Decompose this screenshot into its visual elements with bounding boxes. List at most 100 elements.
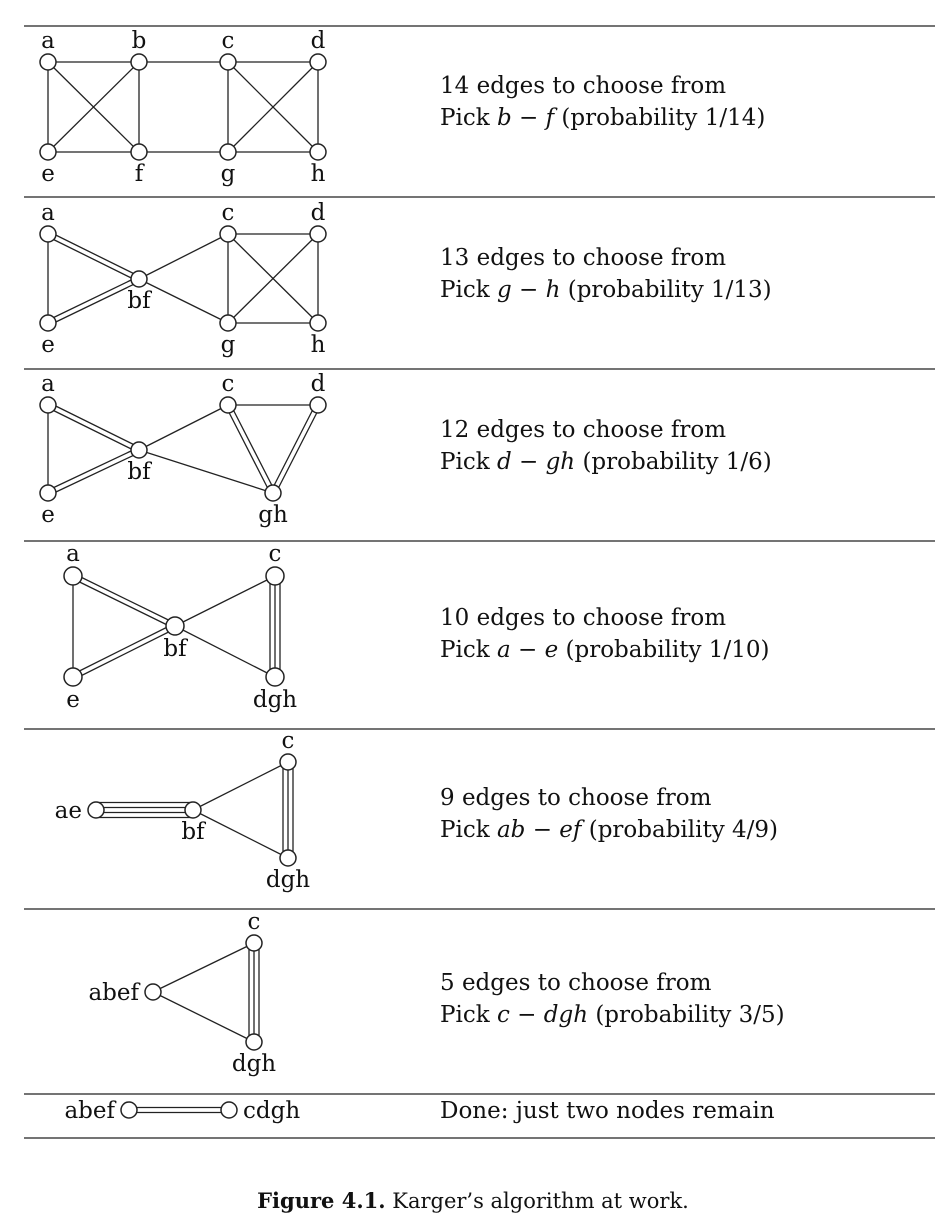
step-5-pick: Pick ab − ef (probability 4/9) [440, 814, 778, 846]
edge-bf-dgh [174, 625, 276, 678]
pick-prefix: Pick [440, 449, 490, 475]
node-label-abef: abef [64, 1098, 116, 1124]
node-c [279, 753, 297, 771]
step-2-edge-count: 13 edges to choose from [440, 245, 727, 271]
pick-edge: g − h [496, 277, 561, 303]
edge-e-bf [46, 276, 139, 322]
node-label-bf: bf [127, 459, 152, 485]
node-d [309, 225, 327, 243]
edge-bf-c [174, 575, 276, 627]
node-dgh [245, 1033, 263, 1051]
node-label-c: c [248, 909, 261, 935]
edge-e-bf [46, 447, 139, 492]
edge-a-bf [46, 235, 139, 282]
node-e [39, 484, 57, 502]
node-label-e: e [66, 687, 80, 713]
node-abef [144, 983, 162, 1001]
edge-e-bf [71, 623, 175, 676]
node-label-ae: ae [55, 798, 82, 824]
edge-a-bf [48, 402, 141, 449]
node-c [219, 53, 237, 71]
node-h [309, 143, 327, 161]
node-label-d: d [311, 200, 326, 226]
step-5-edge-count: 9 edges to choose from [440, 785, 712, 811]
node-d [309, 53, 327, 71]
node-cdgh [220, 1101, 238, 1119]
graph-step-6: abef c dgh [88, 909, 276, 1077]
node-label-b: b [132, 28, 147, 54]
edge-a-bf [71, 577, 175, 629]
edge-bf-c [138, 233, 229, 280]
step-3-edge-count: 12 edges to choose from [440, 417, 727, 443]
node-label-g: g [221, 161, 236, 187]
pick-prefix: Pick [440, 105, 490, 131]
pick-probability: (probability 1/14) [561, 105, 766, 131]
node-label-a: a [41, 28, 55, 54]
node-dgh [279, 849, 297, 867]
node-label-abef: abef [88, 980, 140, 1006]
node-e [39, 314, 57, 332]
step-1-pick: Pick b − f (probability 1/14) [440, 102, 765, 134]
node-dgh [265, 667, 285, 687]
node-label-bf: bf [127, 288, 152, 314]
edge-e-bf [48, 451, 141, 496]
pick-probability: (probability 3/5) [595, 1002, 785, 1028]
figure-caption: Figure 4.1. Karger’s algorithm at work. [0, 1188, 946, 1213]
pick-prefix: Pick [440, 637, 490, 663]
node-label-a: a [41, 371, 55, 397]
pick-edge: ab − ef [496, 817, 582, 843]
step-6-edge-count: 5 edges to choose from [440, 970, 712, 996]
node-c [245, 934, 263, 952]
step-4-pick: Pick a − e (probability 1/10) [440, 634, 769, 666]
edge-a-bf [73, 573, 177, 625]
pick-probability: (probability 1/10) [565, 637, 770, 663]
edge-bf-c [192, 761, 289, 811]
node-label-c: c [222, 200, 235, 226]
node-g [219, 314, 237, 332]
pick-prefix: Pick [440, 277, 490, 303]
edge-bf-dgh [192, 809, 289, 859]
edge-a-bf [48, 231, 141, 278]
edge-e-bf [48, 280, 141, 326]
caption-number: Figure 4.1. [257, 1188, 386, 1213]
step-2-description: 13 edges to choose from Pick g − h (prob… [440, 242, 772, 306]
step-2-pick: Pick g − h (probability 1/13) [440, 274, 772, 306]
edge-b-e [47, 61, 140, 153]
edge-c-gh [225, 405, 272, 495]
step-1-description: 14 edges to choose from Pick b − f (prob… [440, 70, 765, 134]
node-label-bf: bf [181, 819, 206, 845]
edge-a-bf [46, 406, 139, 453]
step-7-description: Done: just two nodes remain [440, 1095, 775, 1127]
node-label-c: c [282, 728, 295, 754]
node-d [309, 396, 327, 414]
node-abef [120, 1101, 138, 1119]
node-label-e: e [41, 332, 55, 358]
node-label-d: d [311, 371, 326, 397]
node-label-dgh: dgh [232, 1051, 276, 1077]
step-4-edge-count: 10 edges to choose from [440, 605, 727, 631]
done-text: Done: just two nodes remain [440, 1098, 775, 1124]
node-bf [130, 441, 148, 459]
pick-edge: d − gh [496, 449, 576, 475]
node-c [219, 225, 237, 243]
pick-edge: b − f [496, 105, 555, 131]
node-a [39, 225, 57, 243]
pick-prefix: Pick [440, 817, 490, 843]
node-a [39, 53, 57, 71]
node-label-a: a [66, 541, 80, 567]
node-gh [264, 484, 282, 502]
edge-d-g [227, 233, 319, 324]
step-5-description: 9 edges to choose from Pick ab − ef (pro… [440, 782, 778, 846]
node-bf [165, 616, 185, 636]
pick-probability: (probability 4/9) [588, 817, 779, 843]
node-a [63, 566, 83, 586]
edge-abef-dgh [152, 991, 255, 1043]
node-ae [87, 801, 105, 819]
